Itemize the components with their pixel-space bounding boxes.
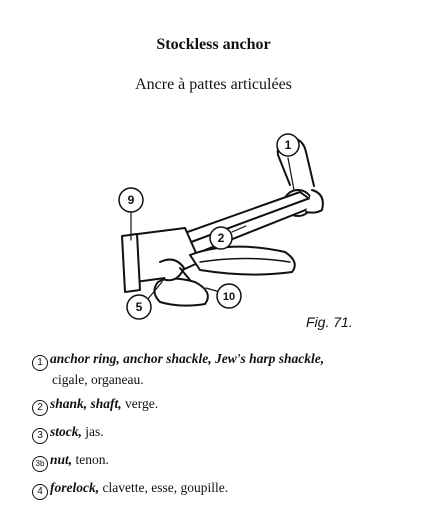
- legend-number: 1: [32, 355, 48, 371]
- legend-terms: shank, shaft,: [50, 396, 122, 411]
- legend-translation: clavette, esse, goupille.: [99, 480, 229, 495]
- svg-text:1: 1: [285, 138, 292, 152]
- legend-translation: jas.: [81, 424, 104, 439]
- legend-translation-continued: cigale, organeau.: [52, 372, 144, 387]
- lower-fluke-shape: [153, 277, 209, 307]
- legend-number: 2: [32, 400, 48, 416]
- legend-number: 3b: [32, 456, 48, 472]
- legend-terms: anchor ring, anchor shackle, Jew's harp …: [50, 351, 325, 366]
- callout-10: 10: [216, 283, 242, 309]
- flat-face-shape: [121, 233, 141, 293]
- svg-text:9: 9: [128, 193, 135, 207]
- page-subtitle: Ancre à pattes articulées: [135, 76, 292, 93]
- legend-terms: forelock,: [50, 480, 100, 495]
- legend-terms: nut,: [50, 452, 73, 467]
- legend-terms: stock,: [50, 424, 82, 439]
- legend-translation: verge.: [121, 396, 159, 411]
- callout-5: 5: [126, 294, 152, 320]
- legend-number: 3: [32, 428, 48, 444]
- page-title: Stockless anchor: [156, 36, 271, 53]
- callout-1: 1: [276, 133, 300, 157]
- upper-fluke-shape: [189, 245, 296, 276]
- legend-number: 4: [32, 484, 48, 500]
- legend-translation: tenon.: [72, 452, 109, 467]
- stockless-anchor-illustration: 1 2 9 5 10: [118, 133, 324, 320]
- svg-text:10: 10: [223, 291, 235, 303]
- callout-2: 2: [209, 226, 233, 250]
- svg-text:2: 2: [218, 231, 225, 245]
- figure-label: Fig. 71.: [306, 314, 353, 330]
- callout-9: 9: [118, 187, 144, 213]
- svg-text:5: 5: [136, 300, 143, 314]
